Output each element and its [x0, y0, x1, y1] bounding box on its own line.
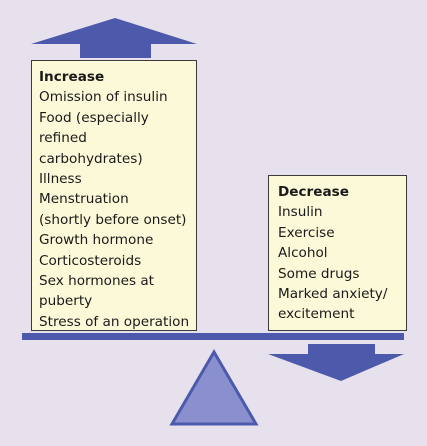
increase-item: Stress of an operation [39, 313, 190, 330]
increase-item: carbohydrates) [39, 150, 143, 167]
increase-item: puberty [39, 293, 93, 310]
decrease-item: Alcohol [278, 245, 328, 262]
triangle-fulcrum-icon [169, 349, 259, 426]
increase-item: Menstruation [39, 191, 129, 208]
increase-item: refined [39, 130, 87, 147]
increase-item: Food (especially [39, 109, 149, 126]
down-arrow-icon [268, 344, 404, 381]
decrease-item: Some drugs [278, 265, 360, 282]
increase-item: Sex hormones at [39, 273, 155, 290]
increase-item: Omission of insulin [39, 89, 168, 106]
decrease-item: excitement [278, 306, 355, 323]
increase-box: Increase Omission of insulin Food (espec… [31, 60, 197, 331]
up-arrow-icon [31, 18, 197, 58]
decrease-heading: Decrease [278, 184, 349, 200]
decrease-item: Insulin [278, 204, 323, 221]
balance-beam [22, 333, 404, 340]
increase-item: Growth hormone [39, 232, 154, 249]
increase-item: Corticosteroids [39, 252, 142, 269]
decrease-item: Exercise [278, 224, 335, 241]
decrease-item: Marked anxiety/ [278, 286, 388, 303]
decrease-box: Decrease Insulin Exercise Alcohol Some d… [268, 175, 407, 331]
increase-heading: Increase [39, 69, 105, 85]
increase-item: Illness [39, 171, 82, 188]
increase-item: (shortly before onset) [39, 211, 187, 228]
